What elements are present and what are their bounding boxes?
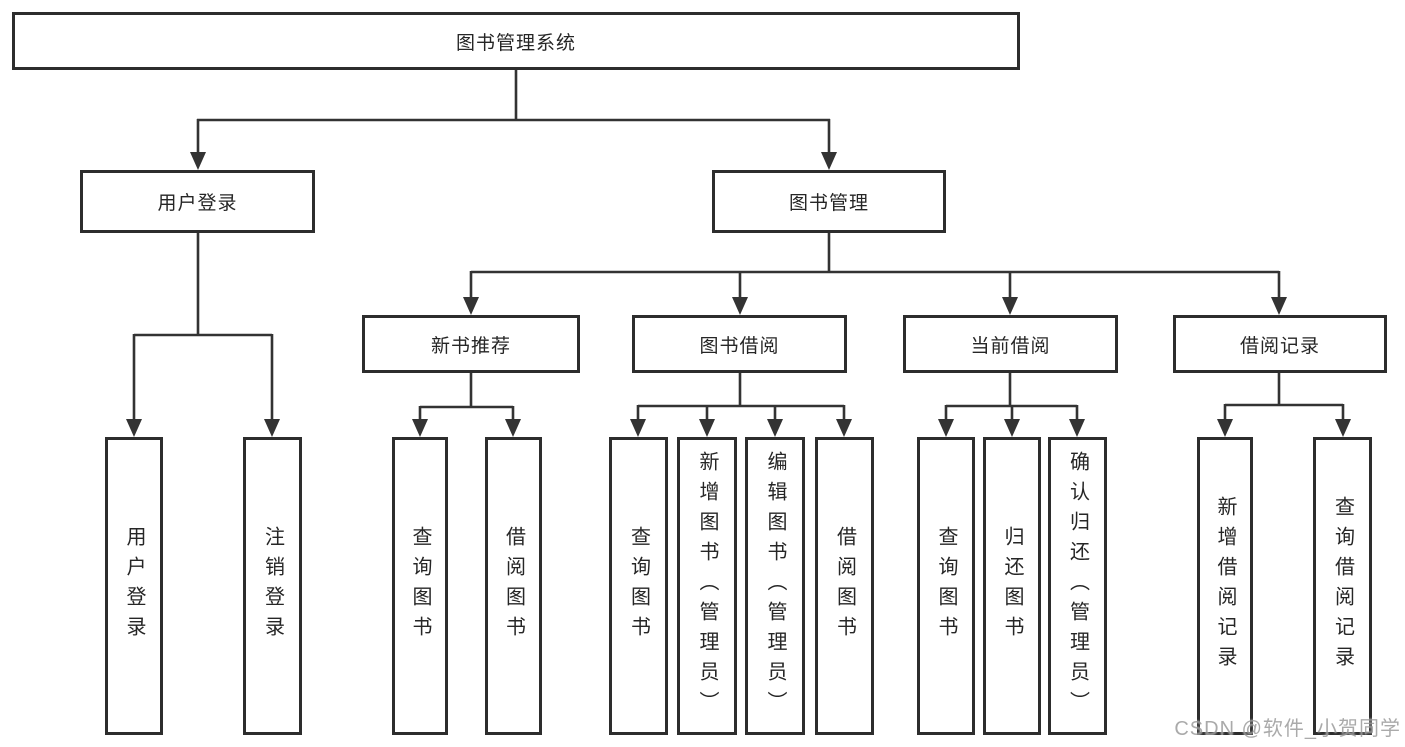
connector-book-borrow-children	[636, 373, 846, 422]
leaf-user-login: 用户登录	[105, 437, 163, 735]
connector-user-login-children	[132, 233, 274, 422]
node-user-login: 用户登录	[80, 170, 315, 233]
leaf-confirm-return-admin: 确认归还（管理员）	[1048, 437, 1107, 735]
leaf-edit-books-admin: 编辑图书（管理员）	[745, 437, 805, 735]
connector-new-book-children	[418, 373, 515, 422]
leaf-query-books-recommend: 查询图书	[392, 437, 448, 735]
connector-current-borrow-children	[944, 373, 1079, 422]
connector-borrow-record-children	[1223, 373, 1345, 422]
node-library-management-system: 图书管理系统	[12, 12, 1020, 70]
leaf-query-books-current: 查询图书	[917, 437, 975, 735]
leaf-add-books-admin: 新增图书（管理员）	[677, 437, 737, 735]
node-current-borrow: 当前借阅	[903, 315, 1118, 373]
node-new-book-recommend: 新书推荐	[362, 315, 580, 373]
leaf-query-books-borrow: 查询图书	[609, 437, 668, 735]
leaf-logout: 注销登录	[243, 437, 302, 735]
connector-book-management-children	[469, 233, 1281, 300]
leaf-return-books: 归还图书	[983, 437, 1041, 735]
leaf-borrow-books: 借阅图书	[815, 437, 874, 735]
connector-root-to-level2	[196, 70, 831, 155]
csdn-watermark: CSDN @软件_小贺同学	[1174, 718, 1401, 740]
leaf-query-borrow-record: 查询借阅记录	[1313, 437, 1372, 735]
node-book-borrow: 图书借阅	[632, 315, 847, 373]
node-book-management: 图书管理	[712, 170, 946, 233]
leaf-borrow-books-recommend: 借阅图书	[485, 437, 542, 735]
node-borrow-record: 借阅记录	[1173, 315, 1387, 373]
leaf-add-borrow-record: 新增借阅记录	[1197, 437, 1253, 735]
